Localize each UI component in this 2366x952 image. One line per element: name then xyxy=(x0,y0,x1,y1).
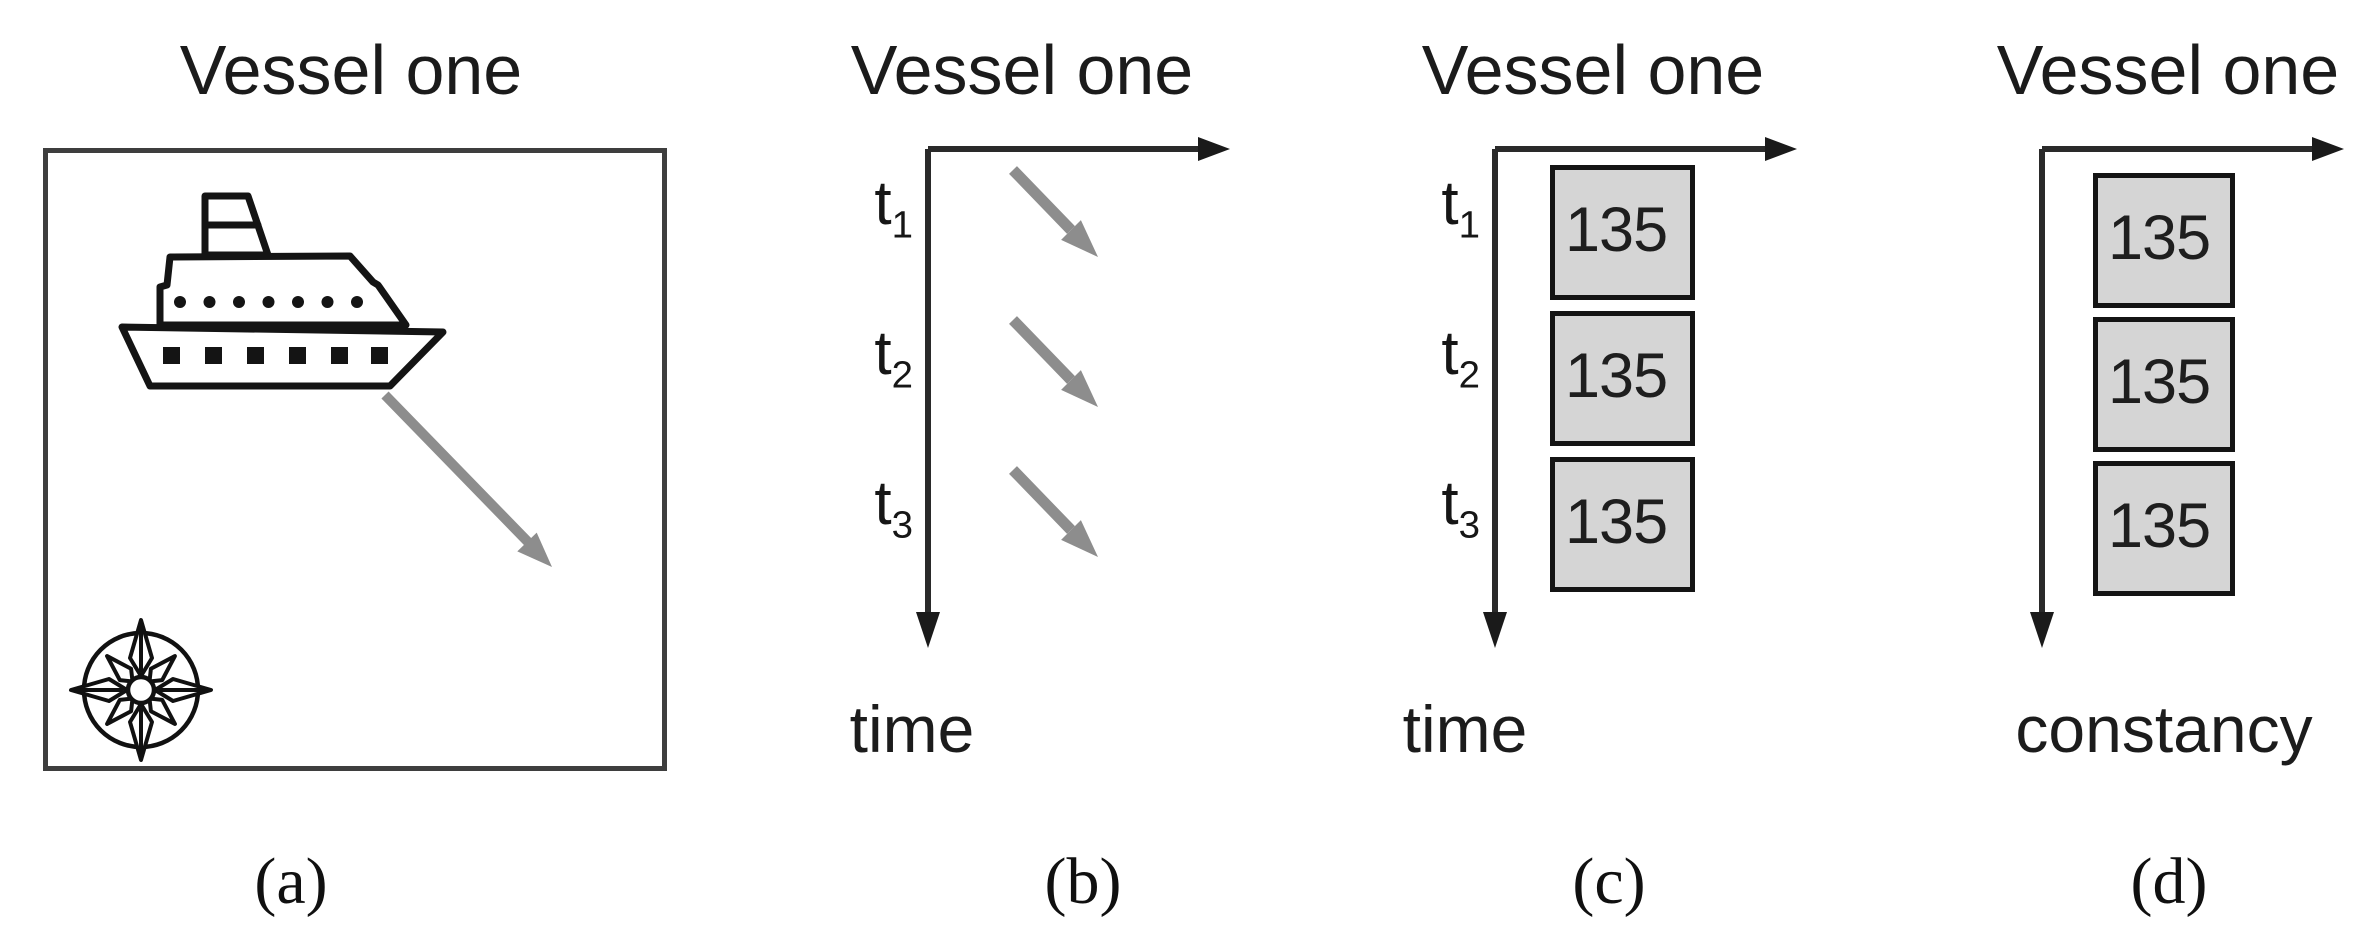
axis-label-time-c: time xyxy=(1402,692,1528,766)
tick-t2: t2 xyxy=(874,319,913,397)
panel-d-title: Vessel one xyxy=(1996,31,2340,109)
panel-c-caption: (c) xyxy=(1572,845,1646,918)
axis-label-constancy: constancy xyxy=(2015,692,2313,766)
tick-t1: t1 xyxy=(874,169,913,247)
heading-arrows-icon xyxy=(1009,166,1098,557)
heading-arrow-icon xyxy=(381,391,552,567)
panel-d-caption: (d) xyxy=(2130,845,2208,918)
value-box: 135 xyxy=(1550,165,1695,300)
tick-t1: t1 xyxy=(1441,169,1480,247)
value-box: 135 xyxy=(1550,311,1695,446)
ship-icon xyxy=(118,192,447,390)
time-axis-icon xyxy=(916,137,1230,648)
value-box: 135 xyxy=(2093,461,2235,596)
panel-a-title: Vessel one xyxy=(179,31,523,109)
constancy-axis-icon xyxy=(2030,137,2344,648)
value-box: 135 xyxy=(1550,457,1695,592)
time-axis-icon xyxy=(1483,137,1797,648)
value-box: 135 xyxy=(2093,173,2235,308)
value-box: 135 xyxy=(2093,317,2235,452)
tick-t3: t3 xyxy=(1441,469,1480,547)
panel-b-title: Vessel one xyxy=(850,31,1194,109)
panel-b-caption: (b) xyxy=(1044,845,1122,918)
tick-t2: t2 xyxy=(1441,319,1480,397)
compass-rose-icon xyxy=(69,618,213,762)
panel-c-title: Vessel one xyxy=(1421,31,1765,109)
panel-a-caption: (a) xyxy=(254,845,328,918)
tick-t3: t3 xyxy=(874,469,913,547)
axis-label-time-b: time xyxy=(849,692,975,766)
